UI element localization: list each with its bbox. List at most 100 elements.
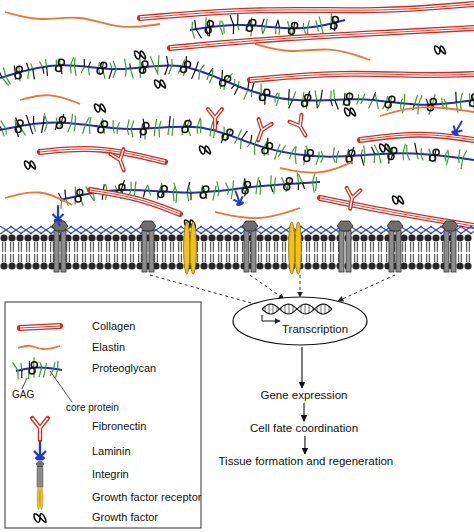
lipid-tail bbox=[365, 242, 366, 252]
link-protein bbox=[302, 101, 308, 107]
lipid-tail bbox=[282, 254, 283, 262]
gag-chain bbox=[303, 23, 304, 28]
legend-label: Growth factor receptor bbox=[92, 491, 201, 504]
lipid-tail bbox=[130, 242, 131, 252]
core-protein bbox=[16, 367, 62, 371]
elastin-fiber bbox=[215, 208, 300, 218]
lipid-head bbox=[32, 234, 39, 241]
gag-chain bbox=[460, 93, 462, 102]
lipid-head bbox=[408, 234, 415, 241]
lipid-tail bbox=[10, 242, 11, 252]
fibronectin-arm bbox=[289, 115, 311, 139]
gag-chain bbox=[270, 175, 272, 185]
gag-chain bbox=[455, 92, 457, 103]
lipid-tail bbox=[354, 242, 355, 252]
gag-chain bbox=[169, 65, 173, 74]
lipid-head bbox=[424, 234, 431, 241]
flow-arrow bbox=[304, 436, 305, 454]
link-protein bbox=[430, 155, 436, 161]
link-protein bbox=[17, 120, 23, 126]
lipid-tail bbox=[213, 254, 214, 262]
cell-membrane bbox=[0, 221, 474, 274]
gag-chain bbox=[400, 98, 402, 103]
gag-chain bbox=[318, 100, 320, 107]
gag-chain bbox=[361, 149, 362, 155]
lipid-tail bbox=[418, 254, 419, 262]
basement-fiber bbox=[70, 226, 82, 234]
link-protein bbox=[385, 102, 391, 108]
lipid-head bbox=[16, 234, 23, 241]
lipid-tail bbox=[218, 254, 219, 262]
gag-chain bbox=[421, 154, 423, 160]
gag-chain bbox=[207, 74, 209, 80]
gag-chain bbox=[288, 21, 290, 28]
lipid-tail bbox=[221, 242, 222, 252]
basement-fiber bbox=[470, 226, 474, 234]
link-protein bbox=[15, 126, 21, 132]
step-label: Tissue formation and regeneration bbox=[219, 455, 394, 468]
lipid-tail bbox=[178, 242, 179, 252]
lipid-head bbox=[456, 262, 463, 269]
link-protein bbox=[77, 189, 83, 195]
basement-fiber bbox=[430, 226, 442, 234]
gag-chain bbox=[89, 194, 93, 201]
gag-chain bbox=[158, 128, 160, 138]
gag-chain bbox=[71, 114, 72, 123]
fibronectin bbox=[343, 188, 360, 210]
lipid-tail bbox=[45, 254, 46, 262]
gag-chain bbox=[196, 62, 199, 70]
nucleus-oval: Transcription bbox=[232, 296, 368, 346]
dna-rung bbox=[321, 304, 322, 313]
gag-chain bbox=[158, 55, 160, 65]
link-protein bbox=[331, 23, 337, 29]
gag-chain bbox=[39, 367, 42, 377]
lipid-head bbox=[304, 262, 311, 269]
link-protein bbox=[246, 25, 252, 31]
lipid-tail bbox=[202, 242, 203, 252]
gag-chain bbox=[44, 368, 46, 378]
link-protein bbox=[56, 65, 62, 71]
lipid-head bbox=[232, 234, 239, 241]
lipid-tail bbox=[237, 254, 238, 262]
lipid-tail bbox=[461, 242, 462, 252]
gag-chain bbox=[33, 116, 34, 124]
gag-chain bbox=[456, 103, 458, 113]
lipid-tail bbox=[429, 242, 430, 252]
gag-chain bbox=[361, 155, 364, 165]
link-protein bbox=[227, 129, 233, 135]
lipid-head bbox=[328, 262, 335, 269]
lipid-tail bbox=[74, 254, 75, 262]
lipid-tail bbox=[402, 242, 403, 252]
lipid-tail bbox=[5, 242, 6, 252]
gag-chain bbox=[197, 118, 201, 127]
gag-chain bbox=[154, 66, 158, 75]
basement-fiber bbox=[170, 226, 182, 234]
lipid-tail bbox=[157, 254, 158, 262]
lipid-head bbox=[224, 234, 231, 241]
step-label: Cell fate coordination bbox=[250, 422, 358, 435]
leader-line bbox=[22, 378, 27, 389]
lipid-head bbox=[168, 234, 175, 241]
gag-chain bbox=[298, 174, 302, 183]
gag-chain bbox=[70, 57, 73, 65]
lipid-tail bbox=[117, 242, 118, 252]
growth-factor bbox=[380, 144, 391, 152]
collagen-fiber bbox=[40, 149, 165, 162]
lipid-tail bbox=[466, 254, 467, 262]
lipid-tail bbox=[130, 254, 131, 262]
lipid-tail bbox=[173, 242, 174, 252]
growth-factor-receptor bbox=[184, 222, 197, 274]
gag-chain bbox=[238, 81, 240, 86]
receptor-chain bbox=[295, 222, 301, 274]
lipid-tail bbox=[234, 242, 235, 252]
gag-chain bbox=[113, 120, 114, 128]
growth-factor bbox=[435, 46, 446, 54]
link-protein bbox=[97, 68, 103, 74]
basement-fiber bbox=[160, 226, 172, 234]
lipid-tail bbox=[357, 242, 358, 252]
lipid-tail bbox=[210, 254, 211, 262]
lipid-tail bbox=[442, 254, 443, 262]
gag-chain bbox=[33, 69, 35, 79]
lipid-head bbox=[8, 262, 15, 269]
